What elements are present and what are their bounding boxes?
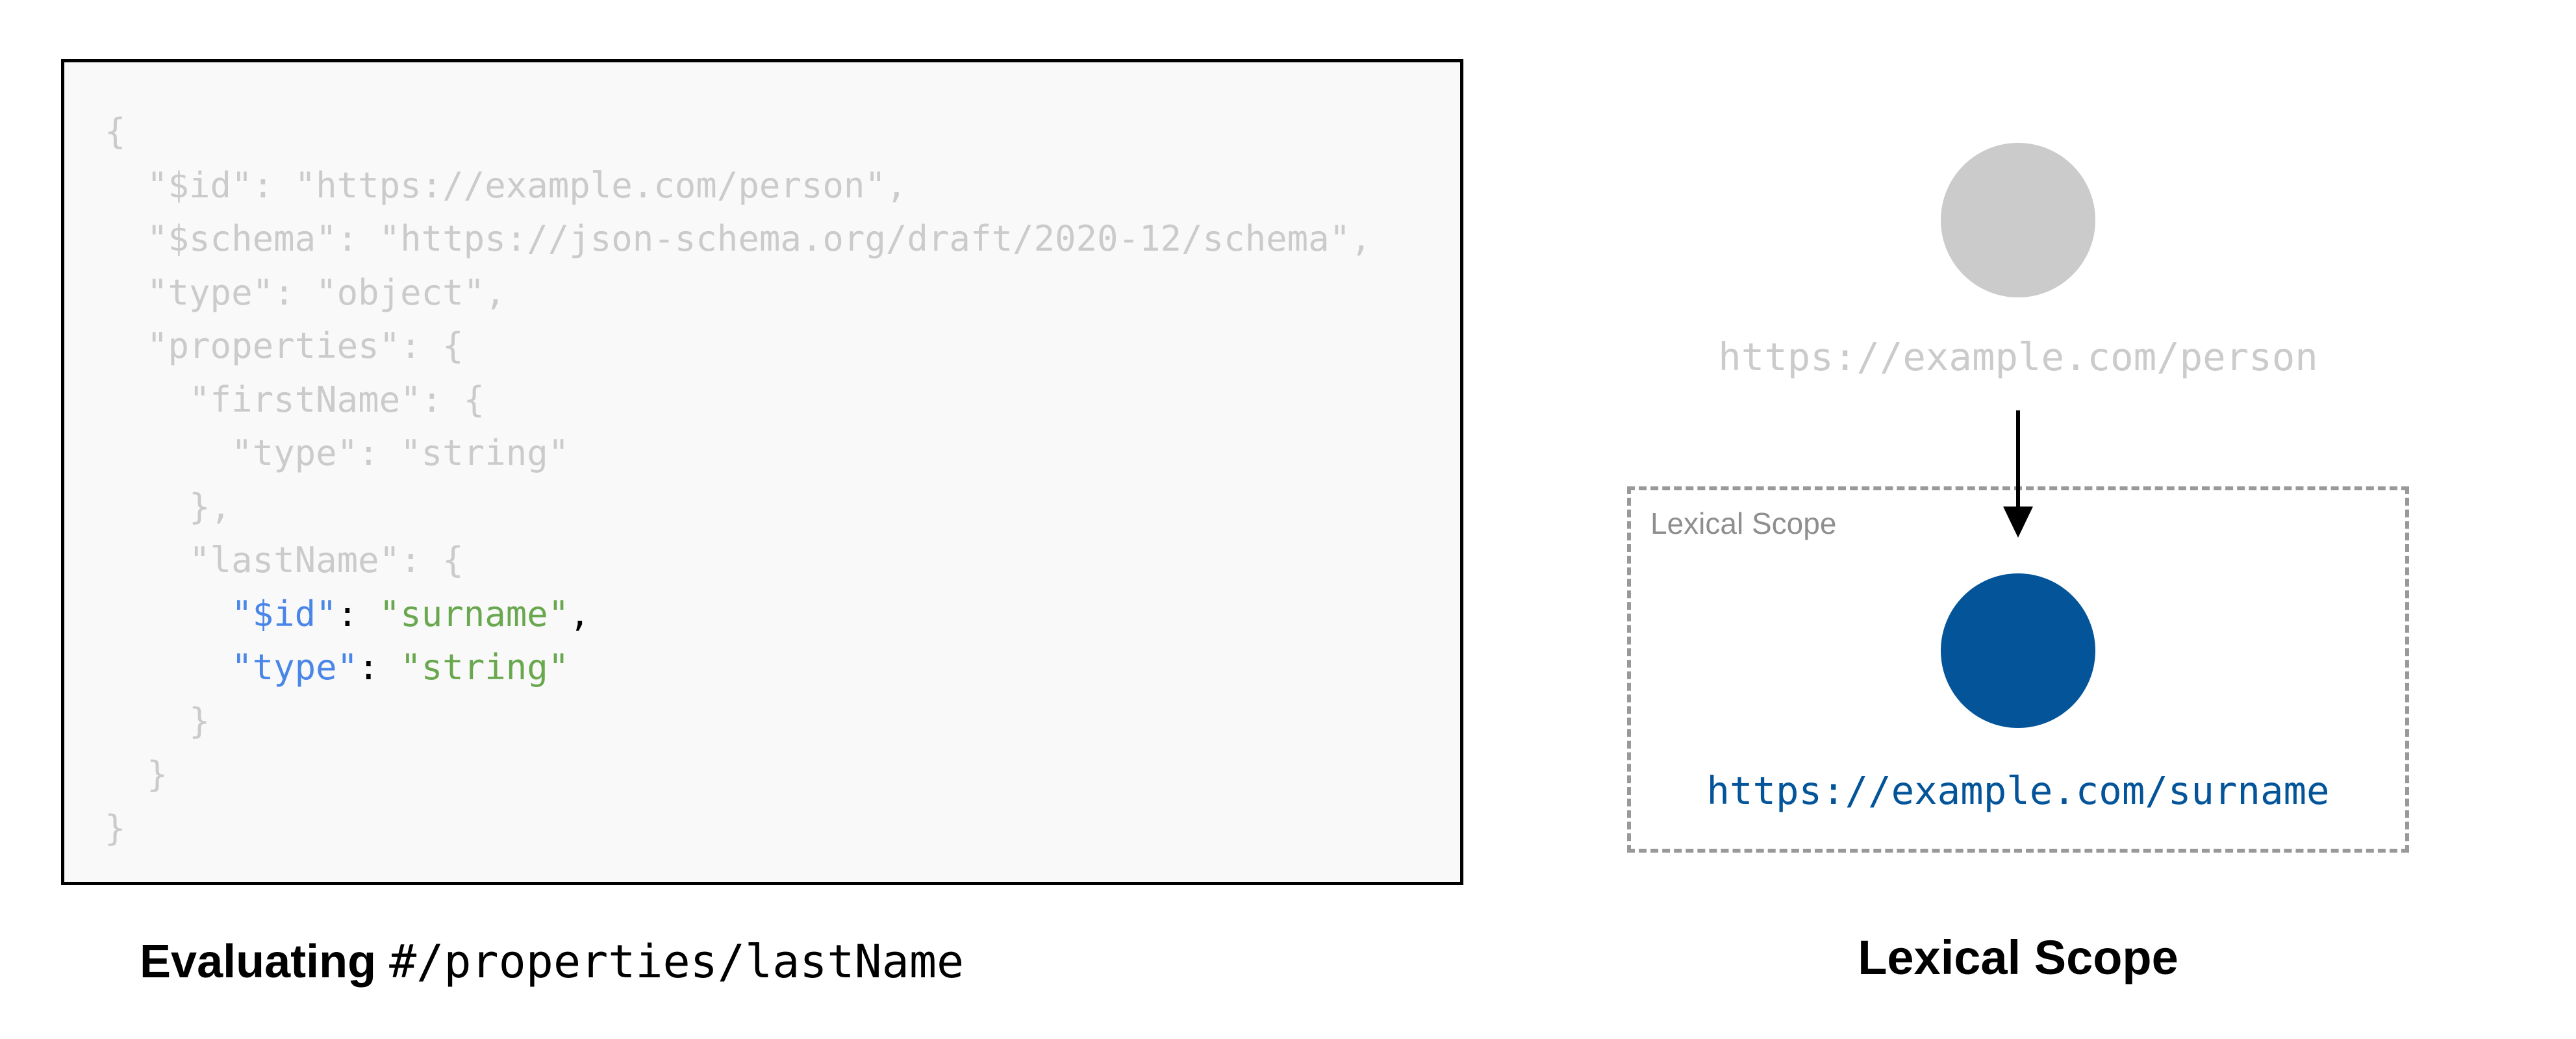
code-token: } [105,754,168,795]
code-token: "type" [231,647,359,688]
code-token: "string" [400,647,570,688]
arrow-shaft [2016,410,2020,514]
code-token: "$id" [231,593,337,634]
code-token: "type": "string" [105,432,570,473]
code-token: "lastName": { [105,540,464,581]
code-line: "$id": "surname", [105,588,1372,642]
code-line: "lastName": { [105,534,1372,588]
code-token: }, [105,486,232,527]
code-listing: { "$id": "https://example.com/person", "… [105,105,1372,855]
code-token: { [105,111,126,152]
code-token: "$schema": "https://json-schema.org/draf… [105,218,1372,259]
code-line: "firstName": { [105,373,1372,427]
code-token: } [105,700,210,742]
code-token: "type": "object", [105,271,506,313]
code-line: "$id": "https://example.com/person", [105,159,1372,213]
code-line: }, [105,481,1372,534]
code-line: "type": "string" [105,641,1372,695]
json-schema-code-panel: { "$id": "https://example.com/person", "… [61,59,1463,885]
code-line: } [105,748,1372,802]
code-line: } [105,802,1372,856]
code-line: } [105,695,1372,749]
code-token: "surname" [379,593,570,634]
code-token: : [336,593,379,634]
code-line: { [105,105,1372,159]
evaluating-label: Evaluating [140,936,377,988]
code-token: "firstName": { [105,379,485,420]
code-token: "$id": "https://example.com/person", [105,164,907,206]
code-token: "properties": { [105,325,464,366]
parent-url: https://example.com/person [1718,334,2318,379]
json-pointer: #/properties/lastName [389,935,965,988]
parent-schema-node [1941,143,2095,297]
code-token [105,647,231,688]
arrow-down-icon [2003,507,2033,538]
code-token [105,594,231,634]
scope-label: Lexical Scope [1650,507,1837,540]
code-token: } [105,807,126,849]
code-line: "type": "object", [105,266,1372,320]
code-line: "properties": { [105,319,1372,373]
code-token: , [569,593,590,634]
child-schema-node [1941,573,2095,728]
child-url: https://example.com/surname [1706,768,2330,813]
code-token: : [358,647,401,688]
evaluating-caption: Evaluating #/properties/lastName [140,935,964,988]
code-line: "type": "string" [105,427,1372,481]
diagram-title: Lexical Scope [1858,931,2178,984]
code-line: "$schema": "https://json-schema.org/draf… [105,212,1372,266]
